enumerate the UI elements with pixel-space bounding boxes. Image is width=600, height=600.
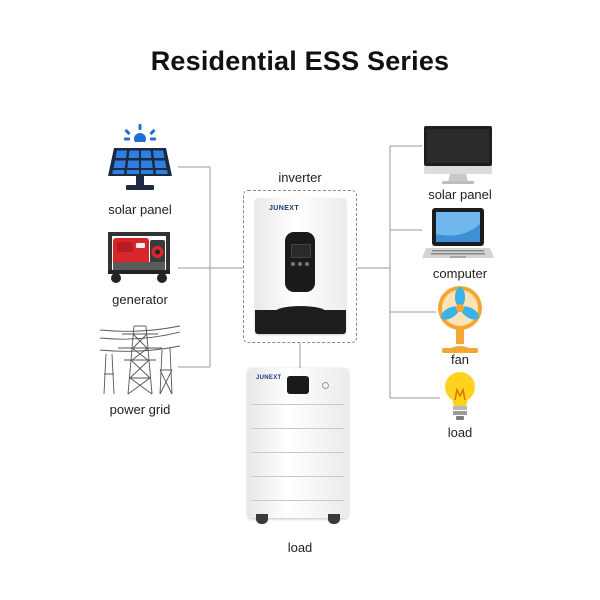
- inverter-base-curve: [275, 306, 326, 318]
- battery-divider-3: [252, 452, 344, 453]
- output-label-computer: computer: [432, 266, 488, 281]
- inverter-button-2: [298, 262, 302, 266]
- inverter-unit: JUNEXT: [255, 198, 346, 334]
- power-tower-icon: [100, 325, 180, 395]
- page-title: Residential ESS Series: [150, 46, 450, 76]
- battery-wheel-right: [328, 514, 340, 524]
- battery-divider-5: [252, 500, 344, 501]
- generator-icon: [108, 232, 170, 283]
- inverter-display: [285, 232, 315, 292]
- inverter-button-3: [305, 262, 309, 266]
- monitor-icon: [424, 126, 492, 184]
- battery-divider-4: [252, 476, 344, 477]
- input-label-generator: generator: [112, 292, 168, 307]
- input-label-power-grid: power grid: [109, 402, 171, 417]
- battery-divider-1: [252, 404, 344, 405]
- battery-label: load: [287, 540, 313, 555]
- inverter-button-1: [291, 262, 295, 266]
- battery-power-button: [322, 382, 329, 389]
- input-label-solar-panel: solar panel: [108, 202, 172, 217]
- battery-divider-2: [252, 428, 344, 429]
- inverter-label: inverter: [278, 170, 322, 185]
- battery-brand: JUNEXT: [256, 375, 282, 381]
- battery-display: [287, 376, 309, 394]
- light-bulb-icon: [445, 372, 475, 420]
- inverter-screen: [291, 244, 311, 258]
- fan-icon: [438, 286, 482, 353]
- output-label-fan: fan: [450, 352, 470, 367]
- inverter-brand: JUNEXT: [269, 205, 300, 212]
- laptop-icon: [422, 208, 494, 258]
- battery-stack: JUNEXT: [248, 368, 348, 524]
- solar-panel-icon: [108, 124, 172, 190]
- output-label-load: load: [447, 425, 473, 440]
- inverter-frame: [243, 190, 357, 343]
- battery-wheel-left: [256, 514, 268, 524]
- output-label-monitor: solar panel: [428, 187, 492, 202]
